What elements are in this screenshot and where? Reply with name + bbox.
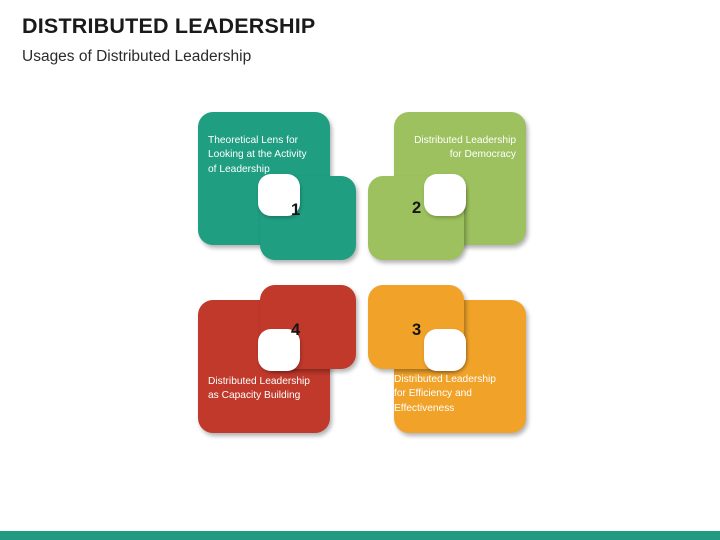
diagram-card-3[interactable]: Distributed Leadership for Efficiency an… — [368, 285, 528, 435]
card-1-number: 1 — [291, 201, 301, 219]
card-2-label: Distributed Leadership for Democracy — [414, 135, 516, 161]
diagram-card-1[interactable]: Theoretical Lens for Looking at the Acti… — [196, 110, 356, 260]
card-2-number: 2 — [412, 199, 422, 217]
footer-accent-bar — [0, 531, 720, 540]
page-subtitle: Usages of Distributed Leadership — [22, 48, 252, 65]
card-3-number-notch — [424, 329, 466, 371]
diagram-card-2[interactable]: Distributed Leadership for Democracy 2 — [368, 110, 528, 260]
card-1-label: Theoretical Lens for Looking at the Acti… — [208, 135, 307, 175]
card-3-label: Distributed Leadership for Efficiency an… — [394, 374, 496, 414]
diagram-card-4[interactable]: Distributed Leadership as Capacity Build… — [196, 285, 356, 435]
card-3-number: 3 — [412, 321, 422, 339]
four-step-diagram: Theoretical Lens for Looking at the Acti… — [196, 110, 528, 435]
card-4-number-notch — [258, 329, 300, 371]
card-2-number-notch — [424, 174, 466, 216]
card-4-number: 4 — [291, 321, 301, 339]
page-title: DISTRIBUTED LEADERSHIP — [22, 14, 316, 38]
card-4-label: Distributed Leadership as Capacity Build… — [208, 376, 310, 402]
card-1-number-notch — [258, 174, 300, 216]
